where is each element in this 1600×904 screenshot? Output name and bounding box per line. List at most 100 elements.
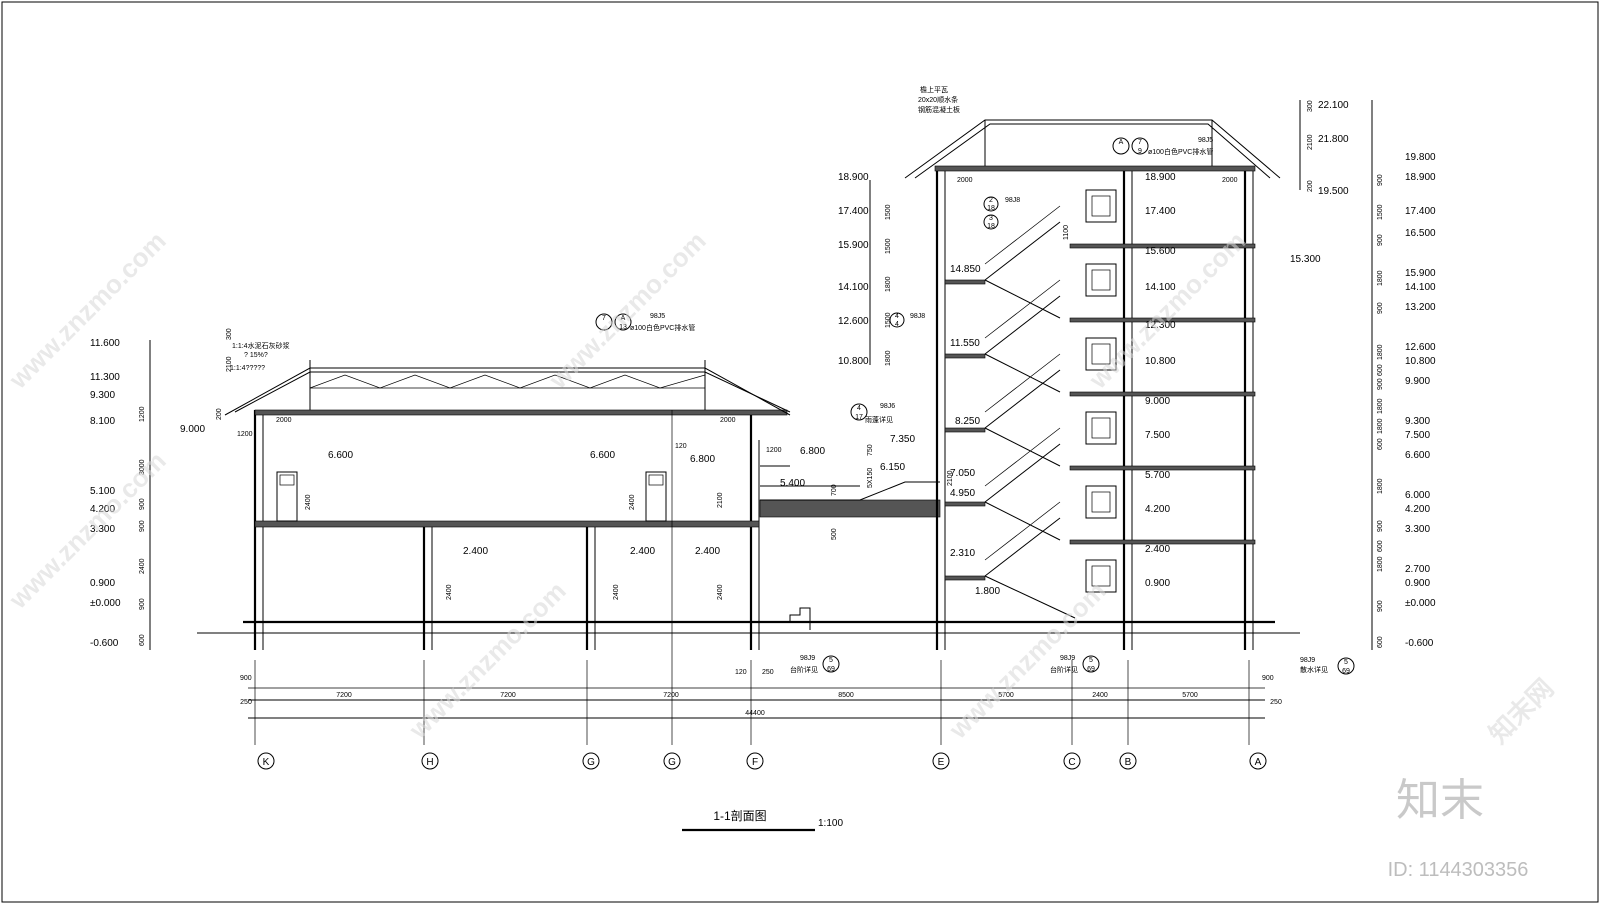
axis-labels: K H G G F E C B A: [257, 752, 1267, 770]
vertical-dim: 1800: [1377, 398, 1384, 414]
bay-dim: 8500: [838, 692, 854, 699]
apron-note: 散水详见: [1300, 665, 1328, 674]
room-level: 2.400: [463, 546, 488, 557]
vertical-dim: 900: [139, 598, 146, 610]
vertical-dim: 1800: [1377, 270, 1384, 286]
elevation-mark: 7.500: [1405, 430, 1430, 441]
vertical-dim: 1200: [139, 406, 146, 422]
code-ref: 98J9: [800, 655, 815, 662]
elevation-mark: 13.200: [1405, 302, 1436, 313]
overall-dimension: 44400: [745, 710, 765, 717]
detail-bubble: [889, 312, 905, 328]
bay-dim: 250: [240, 699, 252, 706]
pipe-note: ø100白色PVC排水管: [1148, 147, 1213, 156]
axis-bubble: B: [1119, 752, 1137, 770]
elevation-mark: 16.500: [1405, 228, 1436, 239]
elevation-mark: 9.000: [180, 424, 205, 435]
watermark-text: www.znzmo.com: [2, 226, 171, 395]
axis-bubble: E: [932, 752, 950, 770]
vertical-dim: 600: [1377, 636, 1384, 648]
misc-dim: 2400: [305, 494, 312, 510]
roof-layer-note: 20x20顺水条: [918, 95, 958, 104]
stair-level: 8.250: [955, 416, 980, 427]
bay-dim: 2400: [1092, 692, 1108, 699]
bay-dim: 7200: [500, 692, 516, 699]
misc-dim: 2400: [613, 584, 620, 600]
detail-number: 5: [829, 657, 833, 664]
floor-level: 15.600: [1145, 246, 1176, 257]
vertical-dim: 300: [1307, 100, 1314, 112]
vertical-dim: 2100: [226, 356, 233, 372]
detail-number: A: [1119, 139, 1124, 146]
elevation-mark: 10.800: [838, 356, 869, 367]
axis-bubble: A: [1249, 752, 1267, 770]
elevation-mark: 0.900: [1405, 578, 1430, 589]
axis-label: G: [587, 757, 595, 768]
vertical-dim: 900: [139, 498, 146, 510]
elevation-mark: 14.100: [838, 282, 869, 293]
vertical-dim: 900: [1377, 302, 1384, 314]
vertical-dim: 2100: [1307, 134, 1314, 150]
floor-level: 7.500: [1145, 430, 1170, 441]
watermarks: www.znzmo.com www.znzmo.com www.znzmo.co…: [2, 226, 1559, 881]
vertical-dim: 300: [226, 328, 233, 340]
detail-bubble: [850, 403, 868, 421]
elevation-mark: 11.600: [90, 338, 120, 349]
roof-note: 1:1:4水泥石灰砂浆: [232, 341, 290, 350]
detail-number: 5: [1344, 659, 1348, 666]
dimension-lines: [149, 100, 1373, 745]
misc-dim: 2100: [947, 470, 954, 486]
vertical-dim: 3000: [139, 459, 146, 475]
room-level: 6.150: [880, 462, 905, 473]
axis-label: B: [1125, 757, 1132, 768]
detail-sheet: 18: [987, 223, 995, 230]
annotations: 1:1:4水泥石灰砂浆 1:1:4????? ? 15%? ø100白色PVC排…: [230, 85, 1355, 675]
misc-dim: 1100: [1063, 225, 1070, 240]
elevation-mark: 6.000: [1405, 490, 1430, 501]
elevation-mark: ±0.000: [1405, 598, 1436, 609]
vertical-dim: 1800: [885, 350, 892, 366]
steps-note: 台阶详见: [1050, 665, 1078, 674]
axis-label: E: [938, 757, 945, 768]
vertical-dim: 1500: [885, 204, 892, 220]
floor-level: 0.900: [1145, 578, 1170, 589]
elevation-mark: -0.600: [1405, 638, 1434, 649]
vertical-dim: 900: [1377, 174, 1384, 186]
detail-bubble: [1131, 137, 1149, 155]
vertical-dim: 1500: [1377, 204, 1384, 220]
detail-sheet: 69: [1342, 668, 1350, 675]
axis-label: H: [426, 757, 433, 768]
vertical-dim: 900: [139, 520, 146, 532]
roof-layer-note: 檐上平瓦: [920, 85, 948, 94]
detail-bubble: [1112, 137, 1130, 155]
vertical-dim: 900: [1377, 234, 1384, 246]
elevation-mark: 9.300: [1405, 416, 1430, 427]
detail-sheet: 17: [855, 414, 863, 421]
vertical-dim: 1800: [885, 276, 892, 292]
stair-level: 11.550: [950, 338, 980, 349]
axis-bubble: K: [257, 752, 275, 770]
elevation-mark: -0.600: [90, 638, 119, 649]
elevation-mark: 4.200: [90, 504, 115, 515]
bay-dim: 7200: [663, 692, 679, 699]
misc-dimensions: 2000 2000 2000 2000 120 1200 1200 2400 2…: [237, 177, 1274, 682]
code-ref: 98J6: [880, 403, 895, 410]
floor-level: 2.400: [1145, 544, 1170, 555]
misc-dim: 2000: [276, 417, 292, 424]
room-level: 6.600: [590, 450, 615, 461]
stair-level: 7.050: [950, 468, 975, 479]
detail-bubble: [1337, 657, 1355, 675]
watermark-text: www.znzmo.com: [2, 446, 171, 615]
detail-number: 7: [602, 315, 606, 322]
axis-label: A: [1255, 757, 1262, 768]
elevation-mark: 15.300: [1290, 254, 1321, 265]
room-level: 7.350: [890, 434, 915, 445]
vertical-dim: 900: [1377, 378, 1384, 390]
room-level: 6.800: [690, 454, 715, 465]
detail-number: 4: [857, 405, 861, 412]
right-vertical-dims: 300 2100 200 900 1500 900 1800 900 1800 …: [1307, 100, 1384, 648]
vertical-dim: 600: [1377, 364, 1384, 376]
roof-layer-note: 钢筋混凝土板: [918, 105, 960, 114]
vertical-dim: 1800: [1377, 478, 1384, 494]
